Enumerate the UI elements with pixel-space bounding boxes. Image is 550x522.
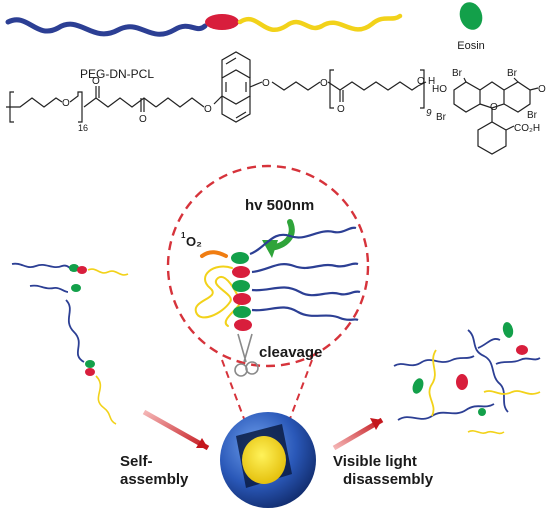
left-chain-3-linker [85, 368, 95, 376]
singlet-oxygen-label: O₂ [186, 234, 202, 249]
light-wavelength-label: hv 500nm [245, 197, 314, 214]
singlet-oxygen-arrow [200, 250, 228, 258]
left-chain-1-eosin [69, 264, 79, 272]
fragment-eosin-3 [478, 408, 486, 416]
zoom-eosin-1 [231, 252, 249, 264]
zoom-detail: hv 500nm 1 O₂ cleavage [166, 164, 370, 425]
anthracene-ether-o-left: O [204, 104, 212, 115]
fragment-peg-2 [467, 329, 509, 413]
left-chain-1-pcl [87, 268, 129, 276]
zoom-linker-1 [232, 266, 250, 278]
fragment-pcl-2 [483, 390, 541, 395]
eosin-br-bottom-right: Br [527, 110, 538, 121]
eosin-br-top-right: Br [507, 68, 518, 79]
eosin-br-top-left: Br [452, 68, 463, 79]
left-chain-3-eosin [85, 360, 95, 368]
fragment-pcl-3 [467, 430, 505, 435]
left-chain-2-eosin [71, 284, 81, 292]
pcl-block-chain [237, 13, 403, 32]
left-chain-2-peg [29, 284, 69, 293]
eosin-legend: Eosin [457, 2, 485, 52]
zoom-linker-3 [234, 319, 252, 331]
eosin-co2h: CO₂H [514, 123, 540, 134]
eosin-ho: HO [432, 84, 447, 95]
eosin-structure: Br Br HO O Br Br O CO₂H [432, 68, 546, 155]
eosin-keto-o: O [538, 84, 546, 95]
polymer-name-label: PEG-DN-PCL [80, 67, 154, 81]
fragment-eosin-2 [412, 378, 424, 394]
cleavage-label: cleavage [259, 344, 322, 361]
zoom-connector-left [221, 359, 247, 425]
zoom-connector-right [287, 359, 313, 425]
fragment-eosin-1 [502, 322, 514, 338]
eosin-br-bottom-left: Br [436, 112, 447, 123]
fragment-linker-1 [516, 345, 528, 355]
pcl-repeat-count: 9 [426, 108, 432, 119]
chemical-structure: PEG-DN-PCL O 16 O O O O O O 9 O H [6, 51, 435, 133]
self-assembly-arrow [142, 409, 210, 451]
dn-linker [205, 14, 239, 30]
left-chain-3-pcl [95, 375, 117, 425]
singlet-oxygen-sup: 1 [181, 231, 186, 240]
fragment-peg-5 [495, 357, 541, 365]
pcl-ester-o: O [320, 78, 328, 89]
zoom-eosin-2 [232, 280, 250, 292]
micelle-core [242, 436, 286, 484]
pcl-terminal-h: H [428, 76, 435, 87]
free-polymers-left [11, 262, 129, 425]
zoom-eosin-3 [233, 306, 251, 318]
fragment-peg-4 [477, 338, 501, 349]
fragment-linker-2 [456, 374, 468, 390]
zoom-peg-chain-1 [249, 226, 357, 256]
zoom-peg-chain-2 [251, 262, 359, 274]
eosin-label: Eosin [457, 40, 485, 52]
fragment-peg-1 [393, 355, 475, 367]
zoom-linker-2 [233, 293, 251, 305]
self-assembly-label-1: Self- [120, 453, 153, 470]
polymer-schematic [5, 13, 403, 37]
fragment-peg-3 [397, 403, 495, 421]
disassembly-label-2: disassembly [343, 471, 434, 488]
zoom-peg-chain-4 [251, 306, 359, 322]
disassembly-label-1: Visible light [333, 453, 417, 470]
zoom-peg-chain-3 [251, 286, 361, 297]
left-chain-3-peg [65, 299, 85, 363]
left-chain-1-linker [77, 266, 87, 274]
micelle [220, 412, 316, 508]
self-assembly-label-2: assembly [120, 471, 189, 488]
scissors-icon [234, 333, 259, 377]
fragments-right [393, 322, 541, 435]
peg-ether-o: O [62, 98, 70, 109]
left-chain-1-peg [11, 262, 72, 271]
zoom-circle [166, 164, 370, 368]
eosin-legend-symbol [459, 2, 483, 30]
disassembly-arrow [332, 417, 384, 451]
peg-repeat-count: 16 [78, 123, 88, 133]
fragment-pcl-1 [428, 349, 437, 417]
fumarate-carbonyl-o: O [92, 76, 100, 87]
fumarate-ester-o: O [139, 114, 147, 125]
peg-block-chain [5, 17, 208, 37]
pcl-terminal-o: O [417, 76, 425, 87]
pcl-carbonyl-o: O [337, 104, 345, 115]
anthracene-ether-o-right: O [262, 78, 270, 89]
